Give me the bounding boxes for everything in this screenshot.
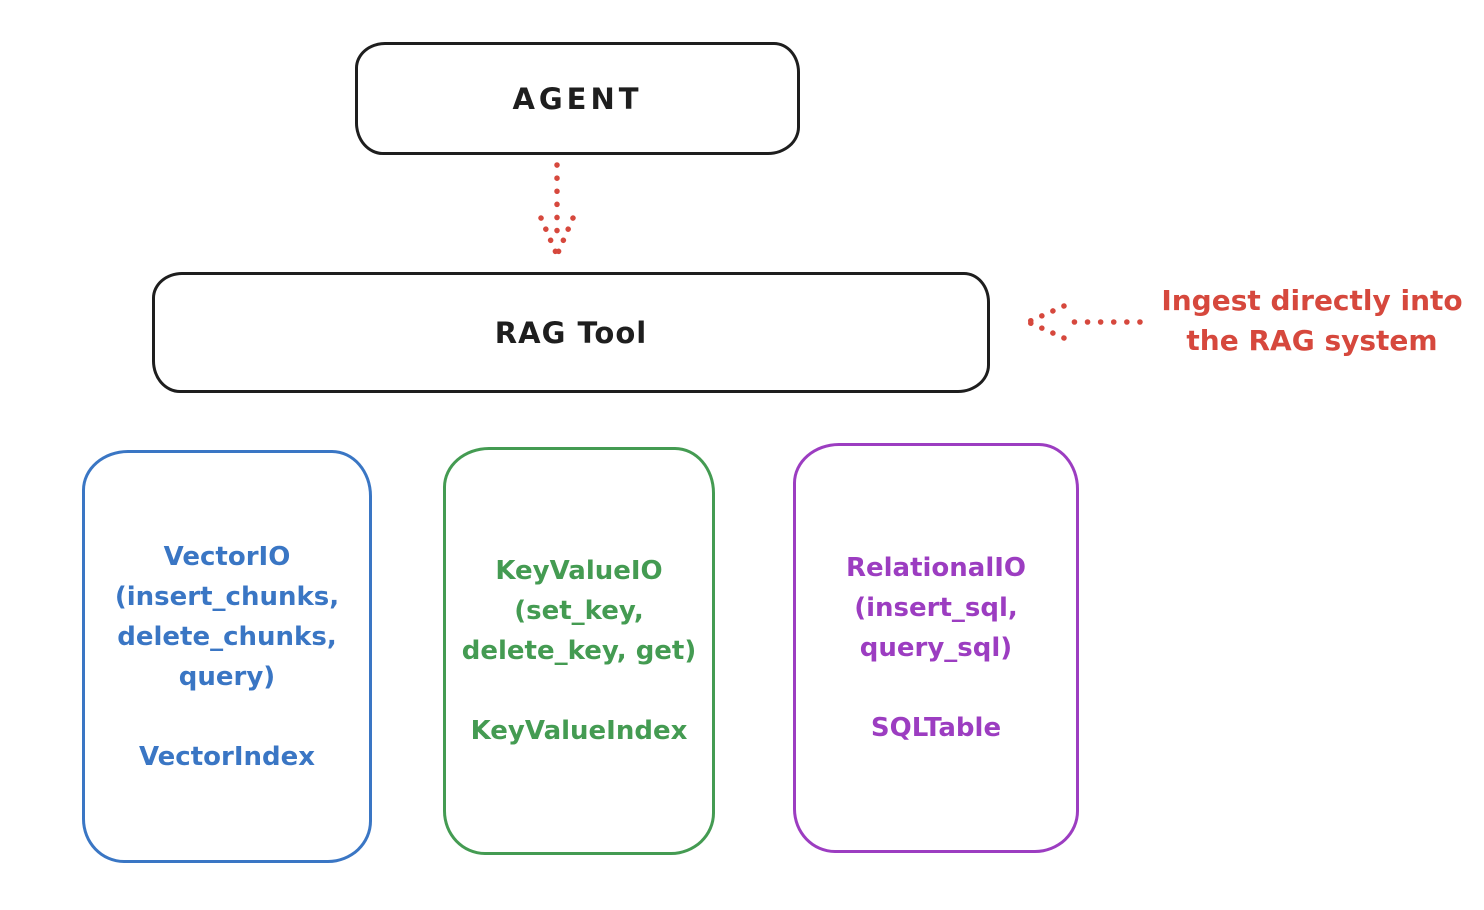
ingest-annotation: Ingest directly into the RAG system	[1140, 281, 1484, 361]
keyvalue-io-description: KeyValueIO (set_key, delete_key, get)	[462, 551, 697, 671]
io-box-line: query)	[178, 661, 276, 692]
io-box-line: VectorIO	[163, 541, 291, 572]
io-box-line: delete_key, get)	[461, 636, 697, 666]
rag-tool-box-label: RAG Tool	[494, 315, 648, 350]
io-box-line: (set_key,	[514, 596, 644, 626]
keyvalue-index-label: KeyValueIndex	[470, 716, 688, 746]
ingest-annotation-line2: the RAG system	[1186, 324, 1438, 357]
ingest-annotation-line1: Ingest directly into	[1161, 284, 1463, 317]
io-box-line: delete_chunks,	[117, 621, 337, 652]
sql-table-label: SQLTable	[870, 713, 1002, 743]
agent-to-rag-arrow-icon	[538, 162, 576, 258]
annotation-to-rag-arrow-icon	[1025, 303, 1143, 341]
io-box-line: (insert_sql,	[854, 593, 1018, 623]
io-box-line: KeyValueIO	[495, 556, 663, 586]
rag-tool-box: RAG Tool	[152, 272, 990, 393]
io-box-line: RelationalIO	[845, 553, 1027, 583]
relational-io-box: RelationalIO (insert_sql, query_sql) SQL…	[793, 443, 1079, 853]
vector-io-description: VectorIO (insert_chunks, delete_chunks, …	[115, 537, 339, 697]
relational-io-description: RelationalIO (insert_sql, query_sql)	[846, 548, 1026, 668]
agent-box-label: AGENT	[512, 81, 643, 116]
keyvalue-io-box: KeyValueIO (set_key, delete_key, get) Ke…	[443, 447, 715, 855]
io-box-line: query_sql)	[859, 633, 1013, 663]
vector-io-box: VectorIO (insert_chunks, delete_chunks, …	[82, 450, 372, 863]
vector-index-label: VectorIndex	[138, 741, 316, 772]
io-box-line: (insert_chunks,	[114, 581, 340, 612]
agent-box: AGENT	[355, 42, 800, 155]
